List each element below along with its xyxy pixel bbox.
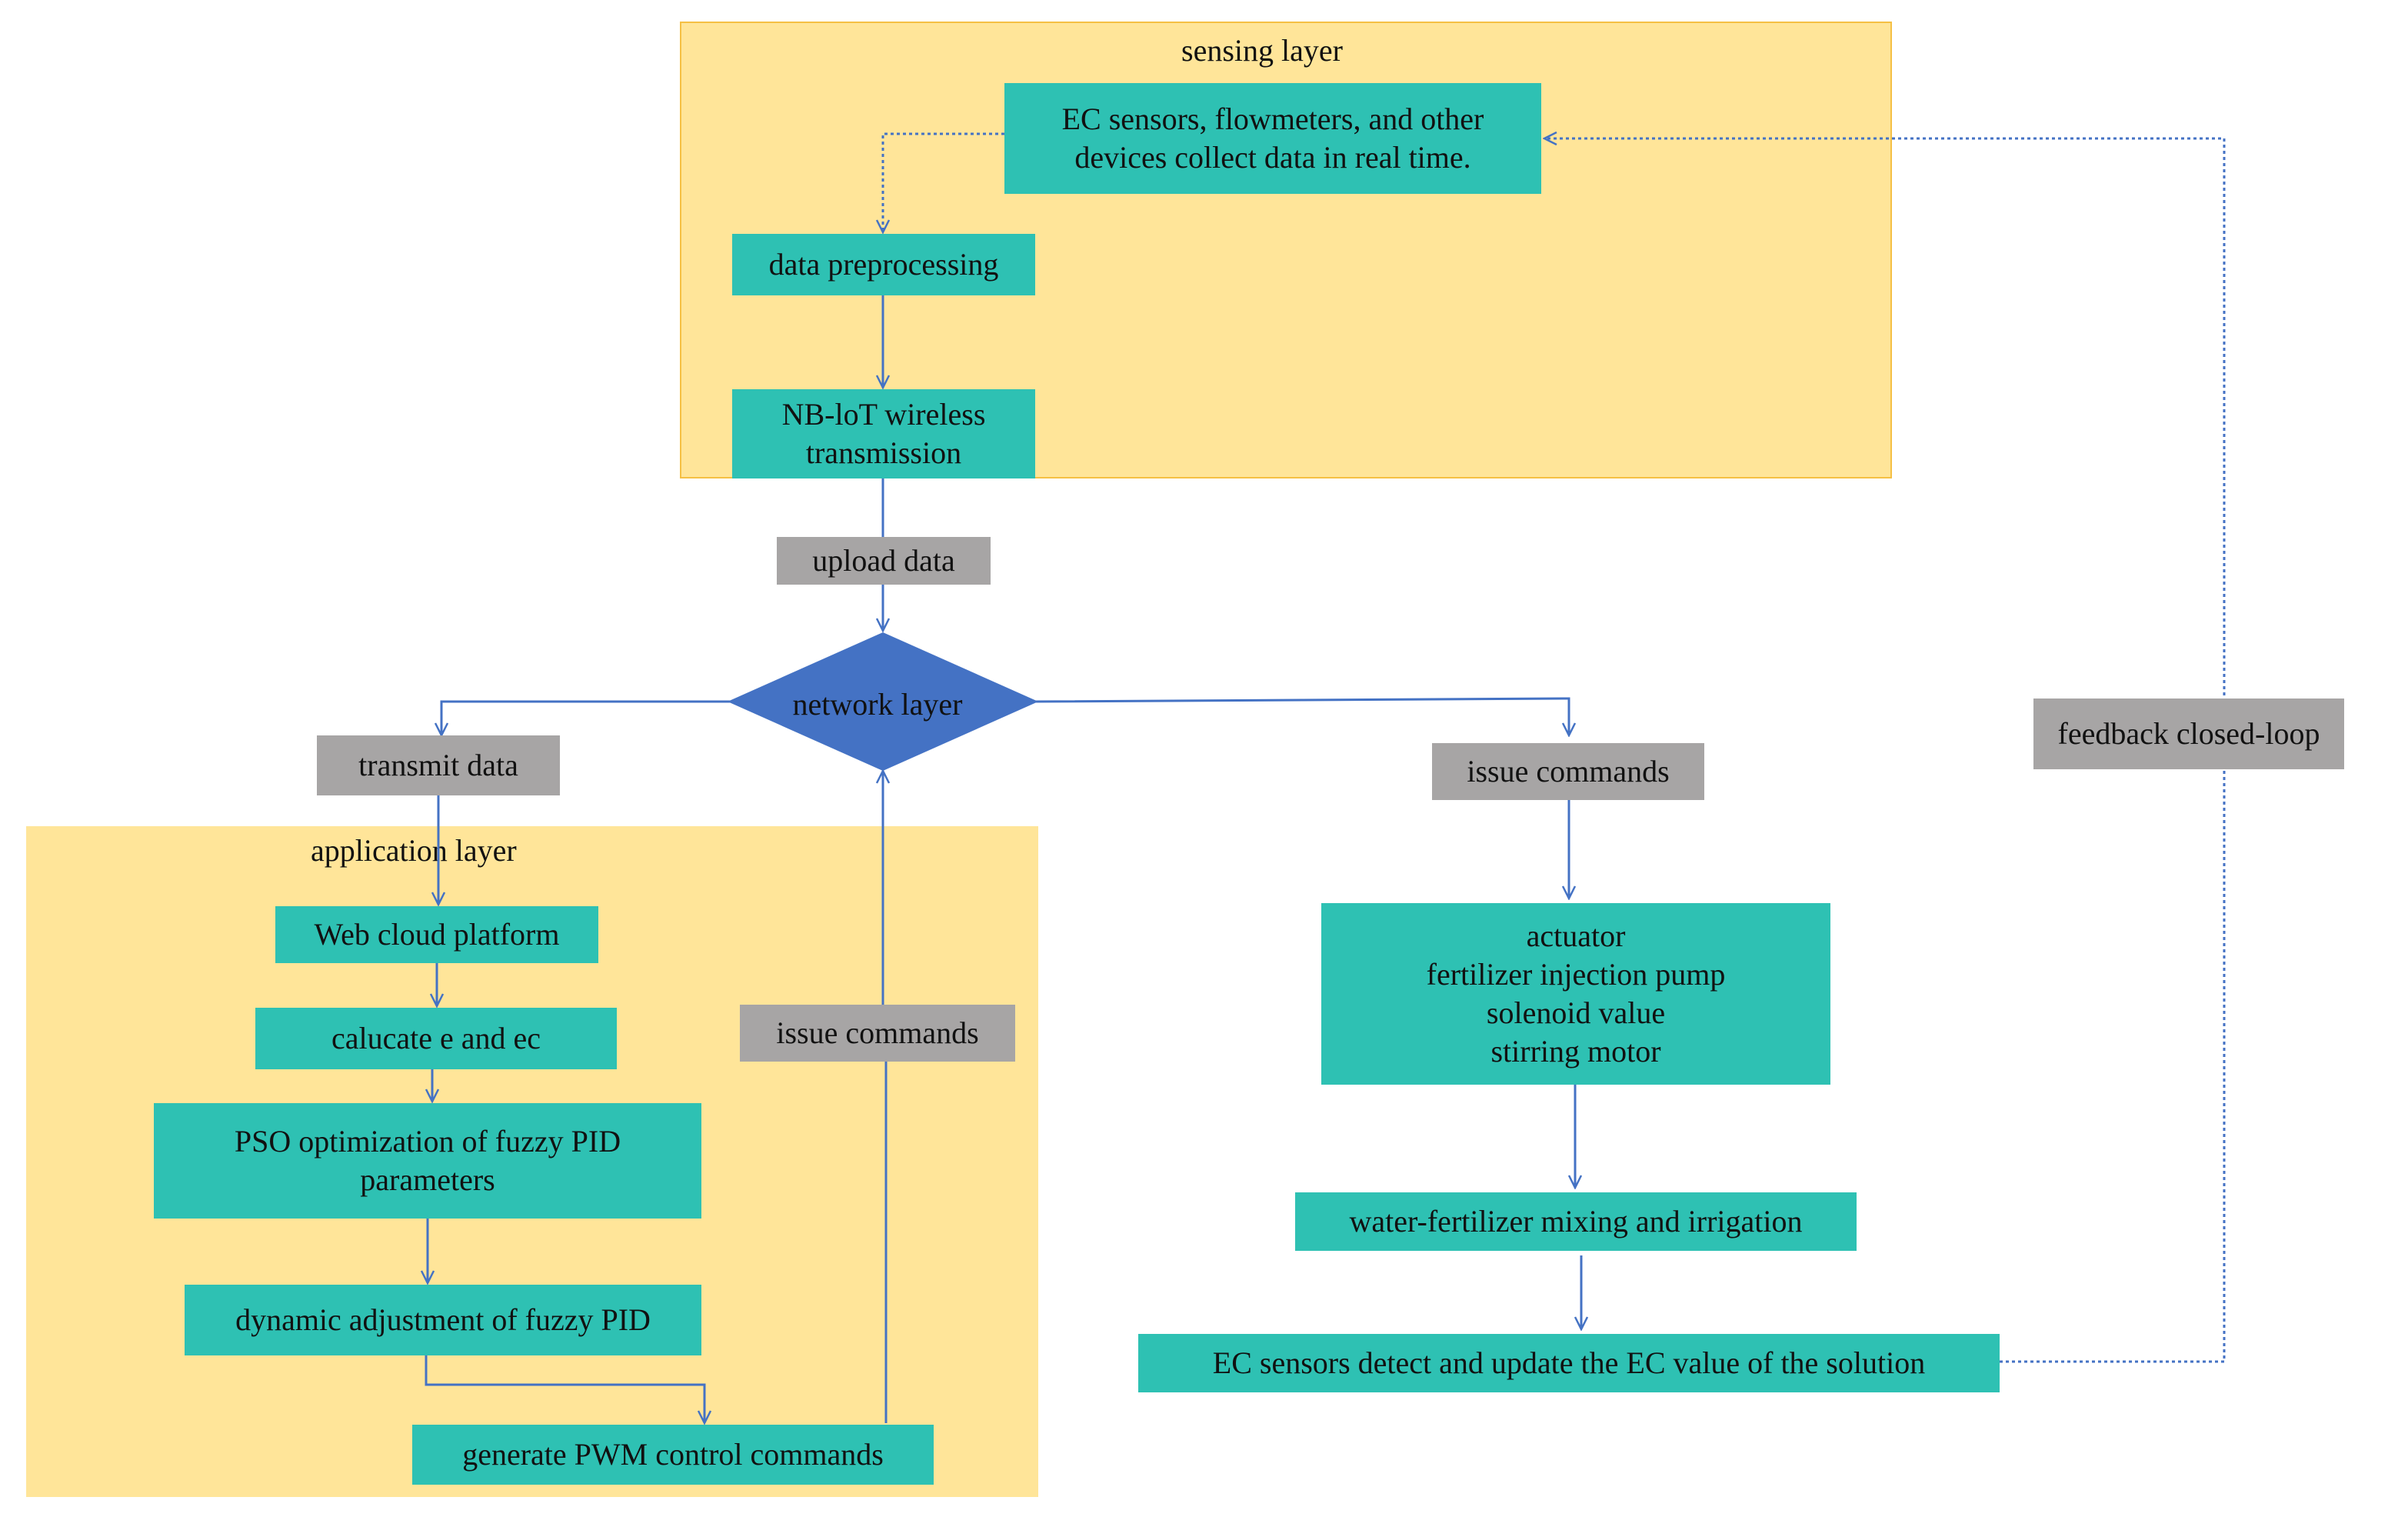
- issue-commands-right-label: issue commands: [1432, 743, 1704, 800]
- ec-sensors-detect-box: EC sensors detect and update the EC valu…: [1138, 1334, 2000, 1392]
- issue-commands-left-label: issue commands: [740, 1005, 1015, 1062]
- network-layer-diamond: [728, 632, 1038, 771]
- transmit-data-label: transmit data: [317, 735, 560, 795]
- line-ecdetect-to-feedback: [2000, 769, 2226, 1363]
- arrow-sensors-to-preprocessing: [883, 132, 1004, 232]
- ec-sensors-collect-box: EC sensors, flowmeters, and other device…: [1004, 83, 1541, 194]
- pso-optimization-box: PSO optimization of fuzzy PID parameters: [154, 1103, 701, 1219]
- upload-data-label: upload data: [777, 537, 991, 585]
- sensing-layer-title: sensing layer: [1181, 33, 1343, 68]
- arrow-network-to-issue-right: [1034, 697, 1569, 735]
- dynamic-adjustment-box: dynamic adjustment of fuzzy PID: [185, 1285, 701, 1355]
- nb-iot-transmission-box: NB-loT wireless transmission: [732, 389, 1035, 478]
- web-cloud-platform-box: Web cloud platform: [275, 906, 598, 963]
- arrow-feedback-to-sensors: [1544, 138, 2226, 708]
- calculate-e-ec-box: calucate e and ec: [255, 1008, 617, 1069]
- feedback-closed-loop-label: feedback closed-loop: [2033, 698, 2344, 769]
- data-preprocessing-box: data preprocessing: [732, 234, 1035, 295]
- actuator-box: actuator fertilizer injection pump solen…: [1321, 903, 1830, 1085]
- generate-pwm-box: generate PWM control commands: [412, 1425, 934, 1485]
- arrow-network-to-transmit: [441, 700, 731, 735]
- arrow-dynamic-to-pwm: [425, 1355, 704, 1423]
- network-layer-label: network layer: [792, 687, 963, 722]
- water-fertilizer-mixing-box: water-fertilizer mixing and irrigation: [1295, 1192, 1857, 1251]
- application-layer-title: application layer: [311, 833, 517, 868]
